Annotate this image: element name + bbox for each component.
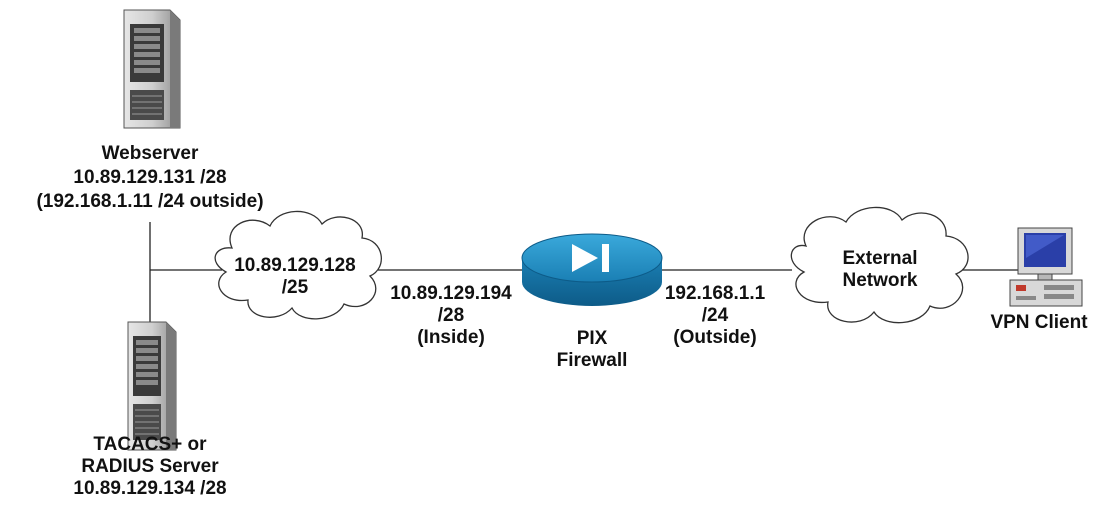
webserver-outside-ip: (192.168.1.11 /24 outside) (36, 191, 264, 212)
internal-cloud-icon (214, 210, 382, 320)
outside-interface-role: (Outside) (673, 327, 757, 348)
external-cloud-label: External Network (820, 248, 940, 292)
internal-cloud-line1: 10.89.129.128 (234, 255, 356, 276)
outside-interface-ip: 192.168.1.1 (664, 283, 766, 304)
vpn-client-icon (1009, 227, 1083, 307)
inside-interface-label: 10.89.129.194 /28 (Inside) (376, 283, 526, 349)
webserver-label: Webserver (60, 143, 240, 165)
external-cloud-line2: Network (842, 270, 918, 291)
inside-interface-ip: 10.89.129.194 (390, 283, 512, 304)
firewall-label: PIX Firewall (542, 328, 642, 372)
webserver-icon (123, 9, 181, 129)
internal-cloud-line2: /25 (281, 277, 309, 298)
internal-cloud-label: 10.89.129.128 /25 (210, 255, 380, 299)
vpn-client-label: VPN Client (976, 312, 1102, 334)
firewall-line1: PIX (576, 328, 608, 349)
connection-lines (149, 222, 1018, 325)
auth-server-ip: 10.89.129.134 /28 (73, 478, 227, 499)
webserver-name: Webserver (101, 143, 199, 164)
outside-interface-label: 192.168.1.1 /24 (Outside) (650, 283, 780, 349)
vpn-client-name: VPN Client (990, 312, 1088, 333)
webserver-ip-label: 10.89.129.131 /28 (192.168.1.11 /24 outs… (20, 167, 280, 213)
auth-server-line2: RADIUS Server (81, 456, 219, 477)
external-cloud-line1: External (842, 248, 918, 269)
inside-interface-role: (Inside) (417, 327, 485, 348)
firewall-line2: Firewall (556, 350, 628, 371)
external-cloud-icon (790, 206, 969, 324)
pix-firewall-icon (521, 233, 663, 306)
inside-interface-mask: /28 (437, 305, 465, 326)
outside-interface-mask: /24 (701, 305, 729, 326)
auth-server-icon (127, 321, 177, 451)
auth-server-label: TACACS+ or RADIUS Server 10.89.129.134 /… (40, 434, 260, 500)
auth-server-line1: TACACS+ or (93, 434, 207, 455)
webserver-ip: 10.89.129.131 /28 (73, 167, 227, 188)
